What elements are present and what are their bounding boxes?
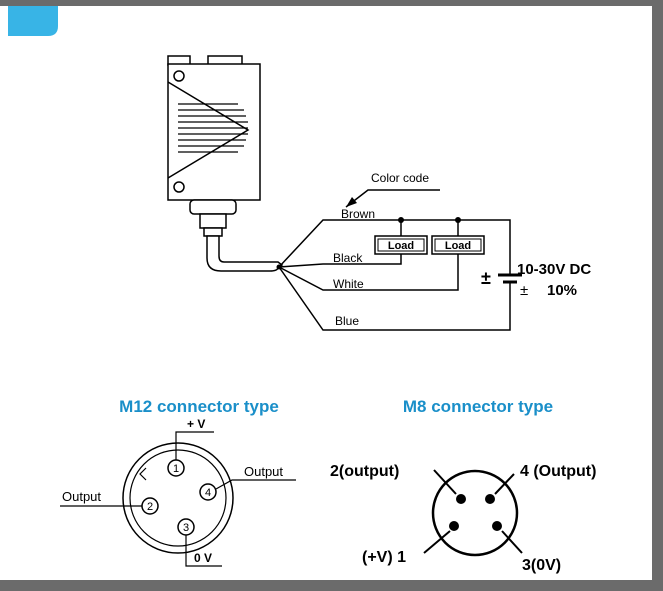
m8-pin-4 [485,494,495,504]
m8-pin-2 [456,494,466,504]
m12-pin-3-number: 3 [183,522,189,534]
wire-label-white: White [333,277,364,291]
m12-label-zero-v: 0 V [194,551,212,565]
m12-connector-face [122,442,234,554]
wire-label-blue: Blue [335,314,359,328]
sensor-icon [167,55,261,237]
frame-bottom [0,580,663,591]
m12-pin-4 [199,483,217,501]
m12-pin-1-number: 1 [173,463,179,475]
wires [278,189,511,331]
color-code-label: Color code [371,171,429,185]
m8-leaders [423,469,523,554]
m12-label-output-left: Output [62,489,101,504]
load-2-box [431,235,485,255]
m12-pins [141,459,217,536]
m8-pins [449,494,502,531]
m8-label-pin1: (+V) 1 [362,549,406,566]
m8-label-pin4: 4 (Output) [520,463,596,480]
load-2-inner [434,238,482,252]
m12-leaders [60,431,296,567]
m12-pin-4-number: 4 [205,487,211,499]
junction-dots [276,217,461,270]
m12-title: M12 connector type [119,397,279,416]
supply-tolerance-symbol: ± [520,282,528,299]
wire-label-brown: Brown [341,207,375,221]
m8-pin-3 [492,521,502,531]
frame-top [0,0,663,6]
m8-label-pin3: 3(0V) [522,557,561,574]
frame-right [652,0,663,591]
wire-label-black: Black [333,251,363,265]
m8-pin-1 [449,521,459,531]
sensor-cable [206,235,284,272]
load-1-box [374,235,428,255]
m12-pin-2-number: 2 [147,501,153,513]
load-1-inner [377,238,425,252]
supply-tolerance-label: 10% [547,282,577,299]
polarity-symbol: ± [481,268,491,288]
supply-voltage-label: 10-30V DC [517,261,591,278]
m12-label-plus-v: + V [187,417,205,431]
color-code-arrow [346,197,357,207]
accent-tab [8,6,58,36]
m8-title: M8 connector type [403,397,553,416]
m12-label-output-right: Output [244,464,283,479]
m12-key-notch [139,467,147,481]
load-2-label: Load [445,240,471,252]
load-1-label: Load [388,240,414,252]
m8-label-pin2: 2(output) [330,463,399,480]
